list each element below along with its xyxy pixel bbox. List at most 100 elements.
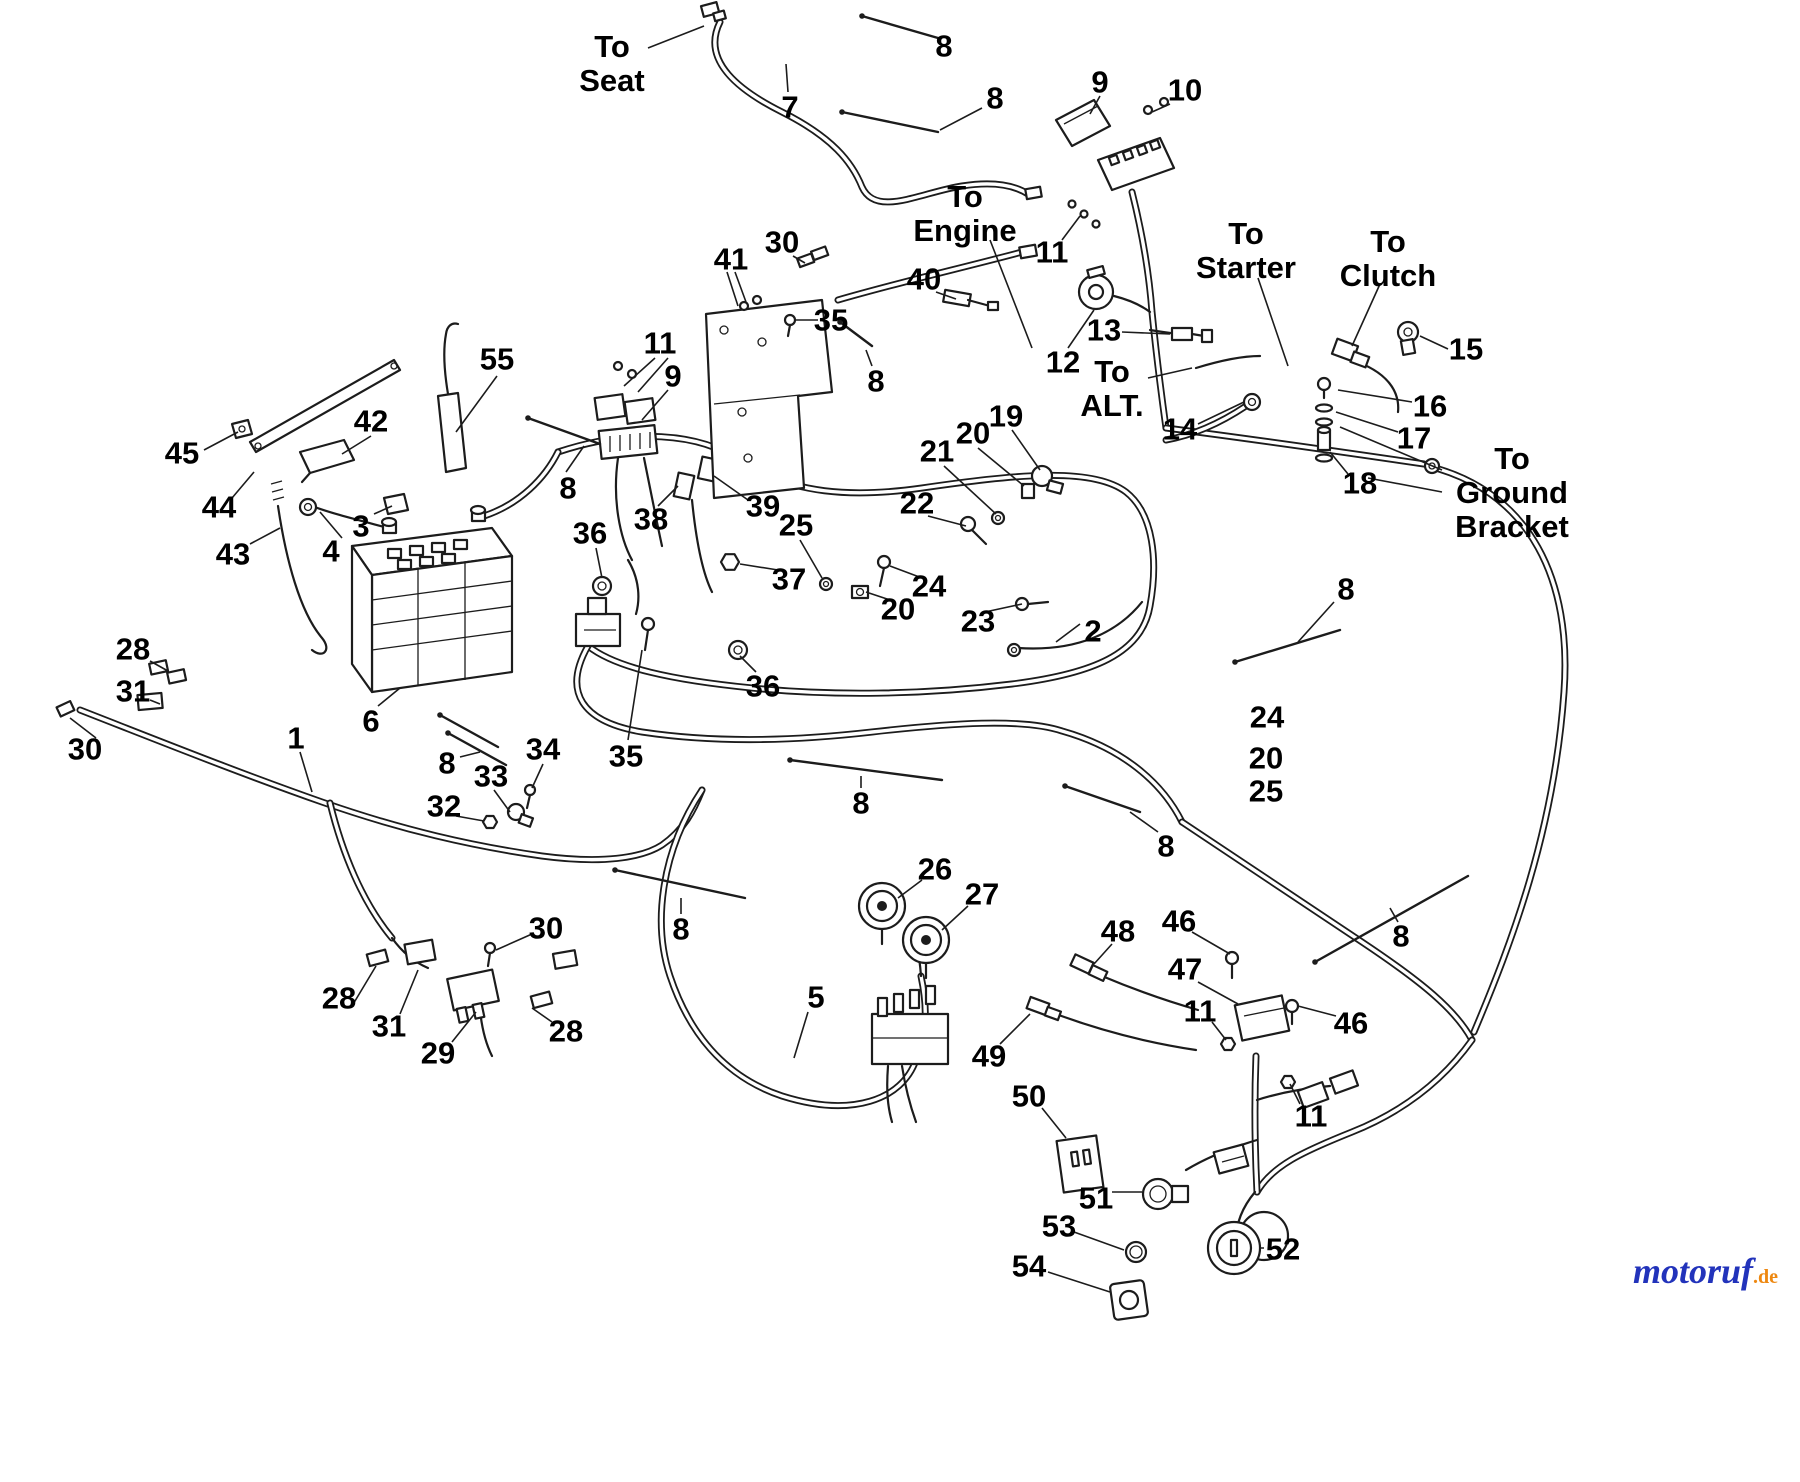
- part-number-5: 5: [807, 979, 825, 1015]
- battery: [350, 504, 514, 694]
- part-number-8: 8: [852, 785, 870, 821]
- part-number-43: 43: [215, 536, 251, 572]
- engine-connectors: [1018, 185, 1043, 260]
- part-number-8: 8: [1157, 828, 1175, 864]
- part-number-25: 25: [778, 507, 814, 543]
- leader-lines: [69, 25, 1449, 1293]
- part-number-35: 35: [813, 302, 849, 338]
- part-number-11: 11: [643, 325, 677, 361]
- part-number-1: 1: [287, 720, 305, 756]
- part-number-28: 28: [115, 631, 151, 667]
- part-number-50: 50: [1011, 1078, 1047, 1114]
- part-number-12: 12: [1045, 344, 1081, 380]
- part-number-54: 54: [1011, 1248, 1047, 1284]
- to-clutch-label: To Clutch: [1339, 224, 1437, 293]
- part-number-25: 25: [1248, 773, 1284, 809]
- part-number-9: 9: [1091, 64, 1109, 100]
- part-number-35: 35: [608, 738, 644, 774]
- fasteners-32-33-34: [481, 783, 537, 830]
- part-number-30: 30: [528, 910, 564, 946]
- part-number-31: 31: [371, 1008, 407, 1044]
- j-bolt-rod: [270, 480, 328, 655]
- part-number-8: 8: [1392, 918, 1410, 954]
- part-number-52: 52: [1265, 1231, 1301, 1267]
- watermark-brand: motoruf: [1632, 1251, 1753, 1291]
- part-number-37: 37: [771, 561, 807, 597]
- part-number-18: 18: [1342, 465, 1378, 501]
- part-number-28: 28: [321, 980, 357, 1016]
- relay-cluster-mid: [593, 360, 659, 460]
- part-number-27: 27: [964, 876, 1000, 912]
- harness-cluster-bottom-right: [1025, 950, 1360, 1321]
- part-number-39: 39: [745, 488, 781, 524]
- circuit-breaker: [574, 553, 892, 661]
- part-number-8: 8: [867, 363, 885, 399]
- seat-connector: [699, 0, 727, 23]
- part-number-20: 20: [1248, 740, 1284, 776]
- part-number-8: 8: [559, 470, 577, 506]
- part-number-24: 24: [1249, 699, 1285, 735]
- part-number-8: 8: [986, 80, 1004, 116]
- part-number-49: 49: [971, 1038, 1007, 1074]
- part-number-51: 51: [1078, 1180, 1114, 1216]
- part-number-20: 20: [880, 591, 916, 627]
- clutch-connector: [1330, 320, 1420, 369]
- part-number-21: 21: [919, 433, 955, 469]
- gauges: [857, 881, 951, 1066]
- to-ground-bracket-label: To Ground Bracket: [1455, 441, 1569, 544]
- part-number-45: 45: [164, 435, 200, 471]
- to-engine-label: To Engine: [913, 179, 1017, 248]
- part-number-47: 47: [1167, 951, 1203, 987]
- part-number-16: 16: [1412, 388, 1448, 424]
- watermark-suffix: .de: [1753, 1266, 1778, 1288]
- part-number-22: 22: [899, 485, 935, 521]
- part-number-26: 26: [917, 851, 953, 887]
- part-number-30: 30: [764, 224, 800, 260]
- relay-fuse-block-top: [1054, 96, 1176, 229]
- to-seat-label: To Seat: [579, 29, 645, 98]
- part-number-2: 2: [1084, 613, 1102, 649]
- part-number-11: 11: [1035, 234, 1069, 270]
- part-number-48: 48: [1100, 913, 1136, 949]
- part-number-24: 24: [911, 568, 947, 604]
- part-number-11: 11: [1183, 993, 1217, 1029]
- terminal-boot: [298, 438, 356, 484]
- mounting-plate: [704, 245, 834, 500]
- part-number-44: 44: [201, 489, 237, 525]
- cable-ties: [437, 13, 1470, 965]
- part-number-30: 30: [67, 731, 103, 767]
- part-number-31: 31: [115, 673, 151, 709]
- part-number-6: 6: [362, 703, 380, 739]
- part-number-29: 29: [420, 1035, 456, 1071]
- watermark: motoruf.de: [1633, 1250, 1778, 1292]
- part-number-8: 8: [935, 28, 953, 64]
- part-number-28: 28: [548, 1013, 584, 1049]
- part-number-40: 40: [906, 261, 942, 297]
- part-number-53: 53: [1041, 1208, 1077, 1244]
- part-number-41: 41: [713, 241, 749, 277]
- part-number-32: 32: [426, 788, 462, 824]
- part-number-8: 8: [438, 745, 456, 781]
- part-number-42: 42: [353, 403, 389, 439]
- part-number-46: 46: [1161, 903, 1197, 939]
- battery-strap: [436, 322, 468, 474]
- part-number-55: 55: [479, 341, 515, 377]
- part-number-17: 17: [1396, 420, 1432, 456]
- part-number-33: 33: [473, 758, 509, 794]
- starter-terminal: [1242, 392, 1262, 412]
- part-number-38: 38: [633, 501, 669, 537]
- sensor-lead-40: [942, 288, 1000, 312]
- to-alt-label: To ALT.: [1080, 354, 1144, 423]
- part-number-14: 14: [1162, 411, 1198, 447]
- part-number-46: 46: [1333, 1005, 1369, 1041]
- part-number-34: 34: [525, 731, 561, 767]
- ignition-parts: [1077, 264, 1214, 344]
- part-number-7: 7: [781, 89, 799, 125]
- terminals-top-left: [55, 659, 188, 718]
- to-starter-label: To Starter: [1196, 216, 1296, 285]
- part-number-20: 20: [955, 415, 991, 451]
- part-number-19: 19: [988, 398, 1024, 434]
- part-number-36: 36: [572, 515, 608, 551]
